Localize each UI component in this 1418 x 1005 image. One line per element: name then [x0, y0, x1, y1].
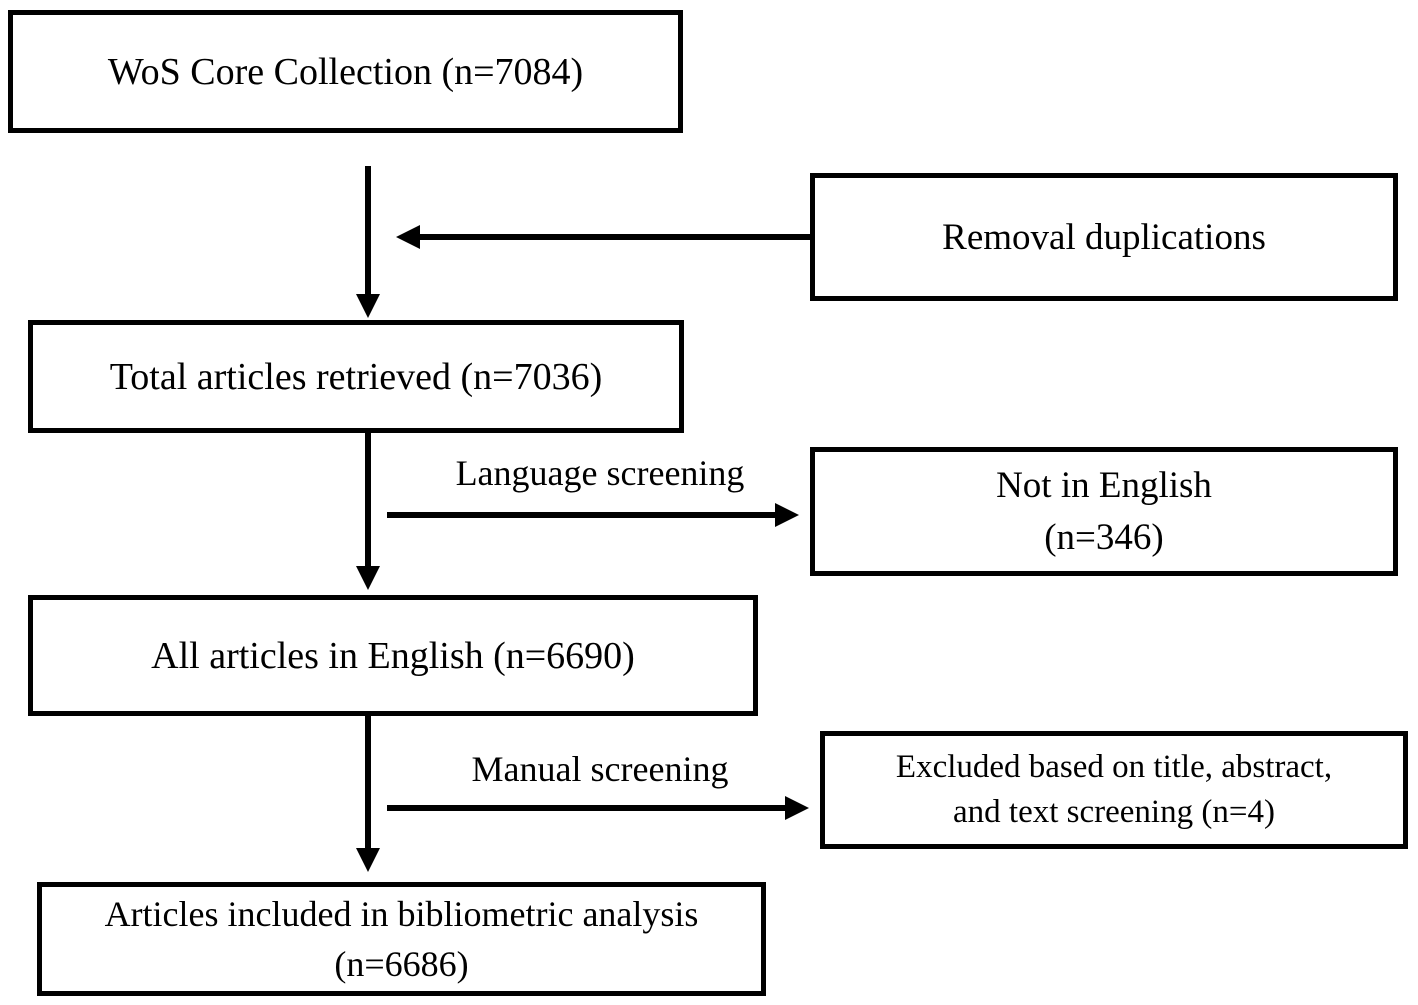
arrowhead-down-icon: [356, 848, 380, 872]
box-not-in-english: Not in English (n=346): [810, 447, 1398, 576]
box-articles-included-bibliometric: Articles included in bibliometric analys…: [37, 882, 766, 996]
arrow-manual-to-excluded: [387, 796, 809, 820]
box-wos-core-collection: WoS Core Collection (n=7084): [8, 10, 683, 133]
arrow-english-to-included: [356, 715, 380, 872]
label-manual-screening: Manual screening: [471, 749, 729, 789]
arrow-removal-to-flow: [396, 225, 810, 249]
box-all-articles-in-english: All articles in English (n=6690): [28, 595, 758, 716]
label-language-screening: Language screening: [455, 453, 745, 493]
arrowhead-right-icon: [775, 503, 799, 527]
arrowhead-right-icon: [785, 796, 809, 820]
box-excluded-title-abstract-text: Excluded based on title, abstract, and t…: [820, 731, 1408, 849]
arrowhead-down-icon: [356, 566, 380, 590]
arrowhead-down-icon: [356, 294, 380, 318]
arrowhead-left-icon: [396, 225, 420, 249]
arrow-language-to-noteng: [387, 503, 799, 527]
box-removal-duplications: Removal duplications: [810, 173, 1398, 301]
arrow-wos-to-total: [356, 166, 380, 318]
box-total-articles-retrieved: Total articles retrieved (n=7036): [28, 320, 684, 433]
arrow-total-to-english: [356, 433, 380, 590]
